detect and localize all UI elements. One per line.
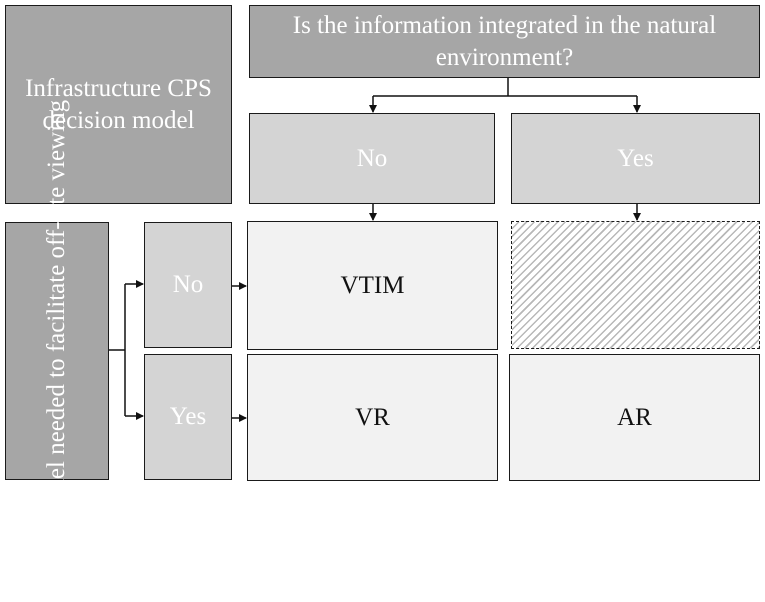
question-top-text: Is the information integrated in the nat…	[292, 12, 717, 71]
outcome-vtim-label: VTIM	[340, 271, 405, 299]
title-box: Infrastructure CPS decision model	[5, 5, 232, 204]
outcome-vr-box: VR	[247, 354, 498, 481]
left-no-label: No	[172, 271, 204, 298]
outcome-ar-label: AR	[617, 403, 652, 431]
question-left-box: Is a 3D model needed to facilitate off-s…	[5, 100, 109, 602]
top-yes-box: Yes	[511, 113, 760, 204]
outcome-not-applicable-box	[511, 221, 760, 349]
left-no-box: No	[144, 222, 232, 348]
outcome-ar-box: AR	[509, 354, 760, 481]
question-top-box: Is the information integrated in the nat…	[249, 5, 760, 78]
diagram-title: Infrastructure CPS decision model	[25, 74, 212, 134]
outcome-vr-label: VR	[355, 403, 390, 431]
outcome-vtim-box: VTIM	[247, 221, 498, 350]
top-no-box: No	[249, 113, 495, 204]
left-yes-label: Yes	[169, 403, 207, 430]
connector-lines	[109, 78, 641, 422]
left-yes-box: Yes	[144, 354, 232, 480]
top-no-label: No	[356, 144, 388, 172]
top-yes-label: Yes	[617, 144, 654, 172]
